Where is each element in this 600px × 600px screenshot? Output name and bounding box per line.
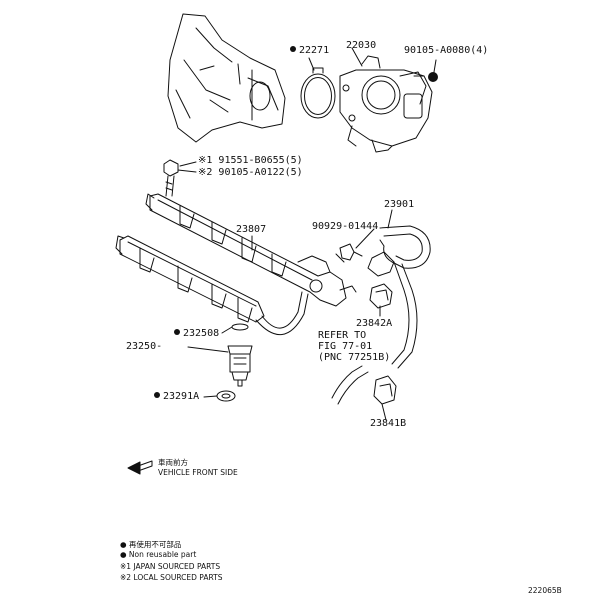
refer-note-line3: (PNC 77251B) <box>318 352 391 363</box>
callout-23807: 23807 <box>236 224 267 235</box>
leader-lines <box>177 47 437 421</box>
throttle-body-22030 <box>339 55 433 153</box>
intake-manifold <box>167 13 286 143</box>
callout-91551-b0655: ※1 91551-B0655(5) <box>198 155 303 166</box>
fuel-rail-lower <box>115 235 265 323</box>
callout-90105-a0122: ※2 90105-A0122(5) <box>198 167 303 178</box>
fuel-hose-23901 <box>367 225 431 369</box>
fuel-pipe-refer <box>331 365 369 405</box>
callout-23250: 23250- <box>126 341 163 352</box>
legend-line3: ※1 JAPAN SOURCED PARTS <box>120 562 221 571</box>
refer-note-line1: REFER TO <box>318 330 367 341</box>
callout-23841b: 23841B <box>370 418 407 429</box>
bolt-91551 <box>163 159 179 197</box>
injector-23250 <box>227 323 253 387</box>
clamp-90929-01444 <box>335 243 363 263</box>
diagram-id: 222065B <box>528 586 562 595</box>
callout-23250b: 232508 <box>174 328 219 340</box>
refer-note-line2: FIG 77-01 <box>318 341 373 352</box>
callout-22271: 22271 <box>290 45 329 57</box>
insulator-23291a <box>216 390 236 402</box>
connector-23841b <box>373 375 397 405</box>
callout-23291a: 23291A <box>154 391 199 403</box>
connector-23842a <box>369 283 393 309</box>
legend-line1: ● 再使用不可部品 <box>120 540 182 549</box>
legend-line4: ※2 LOCAL SOURCED PARTS <box>120 573 223 582</box>
front-arrow-icon <box>127 460 153 475</box>
callout-23842a: 23842A <box>356 318 393 329</box>
gasket-22271 <box>300 67 336 119</box>
callout-90105-a0080: 90105-A0080(4) <box>404 45 489 56</box>
callout-90929-01444: 90929-01444 <box>312 221 379 232</box>
front-indicator-en: VEHICLE FRONT SIDE <box>158 468 238 477</box>
fuel-rail-upper <box>145 193 357 307</box>
front-indicator-jp: 車両前方 <box>158 458 188 467</box>
callout-23901: 23901 <box>384 199 415 210</box>
bolt-90105-a0080 <box>413 72 438 82</box>
callout-22030: 22030 <box>346 40 377 51</box>
crossover-pipe <box>255 291 309 336</box>
legend-line2: ● Non reusable part <box>120 550 197 559</box>
